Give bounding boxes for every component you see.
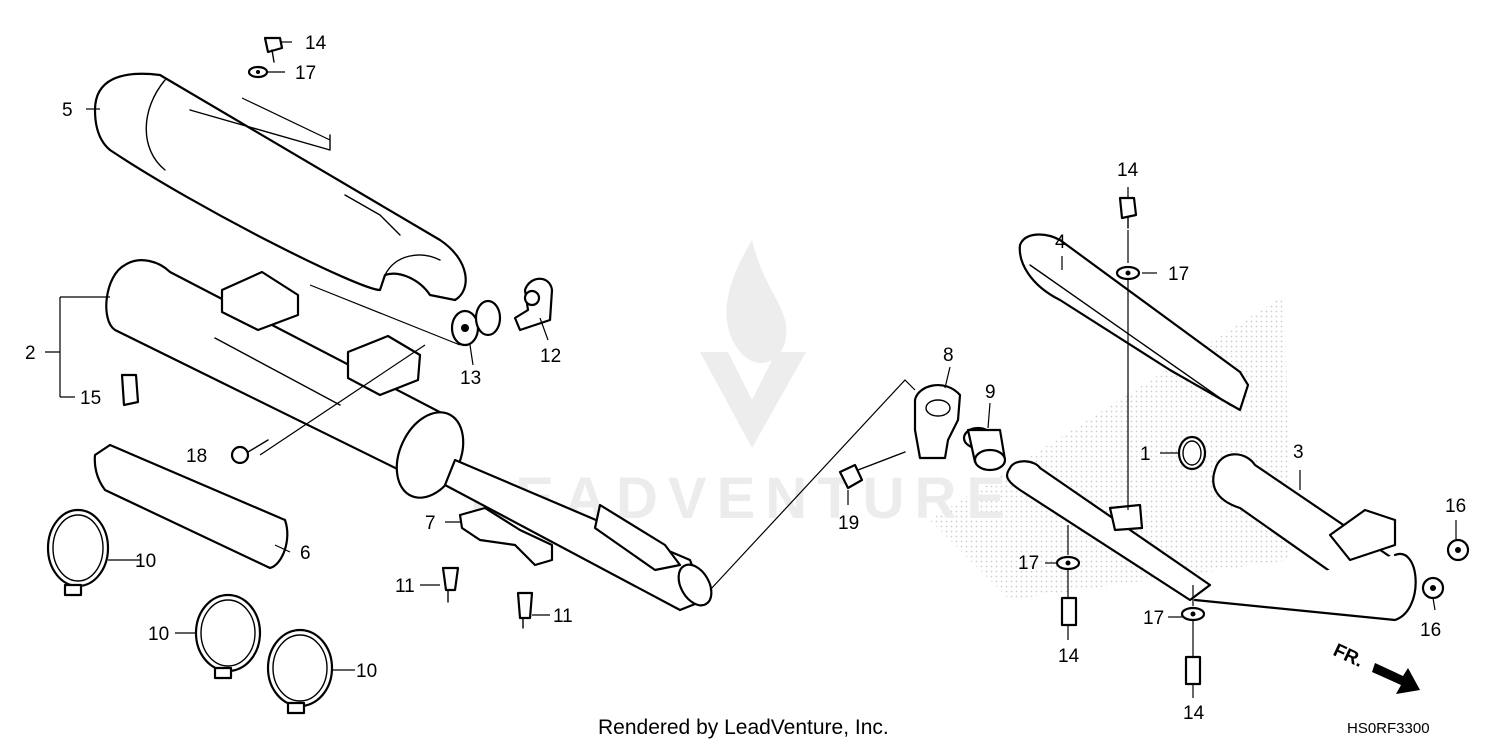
callout-14-top-right[interactable]: 14 [1117,160,1139,181]
part-14-bolt-right [1184,655,1202,686]
direction-label: FR. [1330,640,1367,672]
exhaust-pipe-front [1005,460,1212,602]
front-direction-indicator: FR. [1330,640,1420,694]
part-14-bolt-top-right [1118,196,1138,229]
leader-lines [45,41,1457,698]
callout-2[interactable]: 2 [25,343,36,364]
flame-logo-icon [726,240,787,364]
callout-labels: 1 2 3 4 5 6 7 8 9 10 10 10 11 11 12 13 1… [25,33,1466,724]
callout-3[interactable]: 3 [1293,442,1304,463]
part-17-washer-top-left [247,65,269,79]
part-17-washer-right [1180,606,1206,622]
callout-11-left[interactable]: 11 [395,576,415,597]
callout-17-top-right[interactable]: 17 [1168,264,1189,285]
part-14-bolt-top-left [263,36,284,63]
callout-7[interactable]: 7 [425,513,436,534]
part-16-nut-upper [1446,538,1470,562]
part-1-gasket [1177,435,1207,471]
callout-18[interactable]: 18 [186,446,207,467]
callout-10-right[interactable]: 10 [356,661,377,682]
callout-10-middle[interactable]: 10 [148,624,169,645]
part-11-collar-left [441,566,460,603]
callout-4[interactable]: 4 [1055,232,1066,253]
callout-1[interactable]: 1 [1140,444,1151,465]
callout-13[interactable]: 13 [460,368,481,389]
callout-17-top-left[interactable]: 17 [295,63,316,84]
callout-9[interactable]: 9 [985,382,996,403]
credit-line: Rendered by LeadVenture, Inc. [598,716,889,739]
part-19-bolt [838,451,906,490]
callout-17-left[interactable]: 17 [1018,553,1039,574]
part-15-plug [120,373,140,407]
callout-19[interactable]: 19 [838,513,859,534]
part-10-band-right [266,628,334,715]
part-18-bolt [230,439,269,465]
part-16-nut-lower [1421,576,1445,600]
part-6-heat-shield [93,443,289,570]
part-5-muffler-cover [93,72,467,302]
part-10-band-upper-left [46,508,110,597]
callout-16-lower[interactable]: 16 [1420,620,1441,641]
part-8-clamp [913,384,962,460]
part-11-collar-right [516,591,534,629]
callout-12[interactable]: 12 [540,346,561,367]
callout-14-bottom-left[interactable]: 14 [1058,646,1080,667]
part-14-bolt-left [1060,596,1078,627]
v-logo-icon [700,352,806,448]
callout-17-right[interactable]: 17 [1143,608,1164,629]
callout-10-upper[interactable]: 10 [135,551,156,572]
callout-11-right[interactable]: 11 [553,606,573,627]
callout-16-upper[interactable]: 16 [1445,496,1466,517]
part-3-exhaust-pipe [1193,453,1417,622]
part-9-gasket [962,426,1007,472]
part-7-stay [458,506,554,567]
part-12-bracket [513,277,554,332]
part-17-washer-left [1055,555,1081,571]
part-4-pipe-protector [1018,233,1250,412]
callout-8[interactable]: 8 [943,345,954,366]
part-10-band-middle [194,593,262,680]
part-13-grommet [450,299,502,347]
callout-14-top-left[interactable]: 14 [305,33,327,54]
part-2-muffler [105,259,713,612]
callout-5[interactable]: 5 [62,100,73,121]
callout-14-bottom-right[interactable]: 14 [1183,703,1205,724]
callout-6[interactable]: 6 [300,543,311,564]
diagram-code: HS0RF3300 [1347,720,1430,737]
part-17-washer-top-right [1115,265,1141,281]
direction-arrow-icon [1372,663,1420,694]
callout-15[interactable]: 15 [80,388,101,409]
